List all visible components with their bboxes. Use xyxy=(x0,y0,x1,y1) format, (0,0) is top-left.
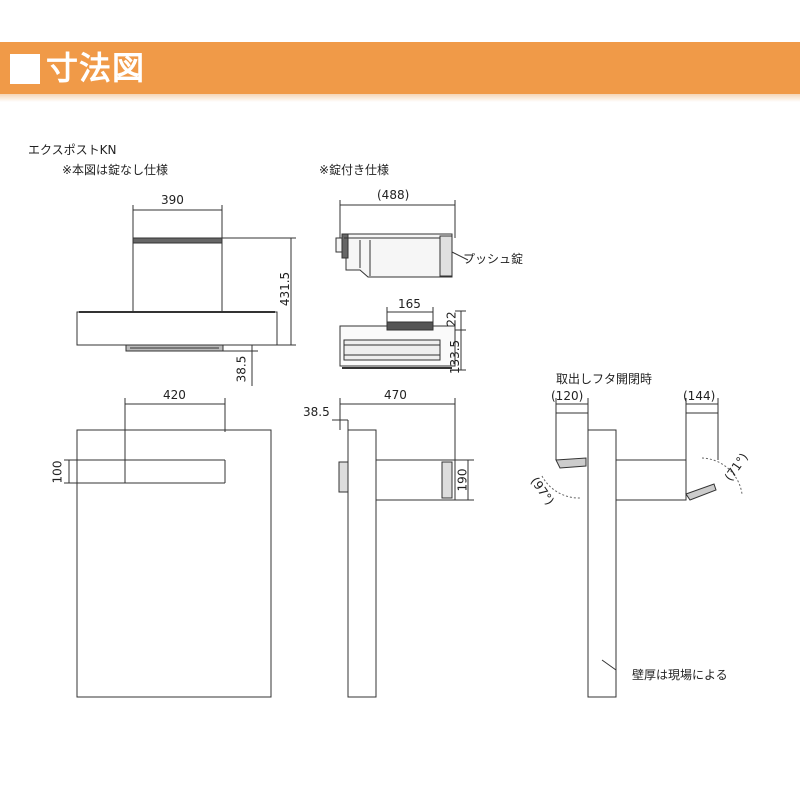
wall-front-view xyxy=(64,398,271,697)
wall-open xyxy=(588,430,616,697)
header-square-icon xyxy=(10,54,40,84)
nolock-note: ※本図は錠なし仕様 xyxy=(62,163,169,177)
front-view xyxy=(77,205,296,386)
lock-front-view xyxy=(340,307,466,370)
open-lid-view xyxy=(542,398,742,697)
lock-note: ※錠付き仕様 xyxy=(319,163,390,177)
dim-side-height: 190 xyxy=(455,468,470,492)
dim-front-height: 431.5 xyxy=(278,271,293,307)
header-banner: 寸法図 xyxy=(0,42,800,94)
wall-front xyxy=(77,430,271,697)
dim-open-left-width: (120) xyxy=(551,389,584,403)
wall-side-view xyxy=(332,398,474,697)
header-divider xyxy=(0,94,800,102)
open-lid-title: 取出しフタ開閉時 xyxy=(556,372,653,386)
front-upper-body xyxy=(133,238,222,312)
wall-side xyxy=(348,430,376,697)
dim-front-width: 390 xyxy=(161,193,184,207)
dim-side-depth: 470 xyxy=(384,388,407,402)
dim-lock-top-height: 22 xyxy=(444,311,459,327)
dim-lock-top-width: 165 xyxy=(398,297,421,311)
front-lower-body xyxy=(77,312,277,345)
dim-lock-width: (488) xyxy=(377,188,410,202)
product-name: エクスポストKN xyxy=(28,143,117,157)
dim-wall-front-height: 100 xyxy=(50,460,65,484)
dim-open-right-width: (144) xyxy=(683,389,716,403)
wall-note: 壁厚は現場による xyxy=(632,668,728,682)
lock-label: プッシュ錠 xyxy=(463,252,524,266)
lock-side-view xyxy=(336,200,468,277)
dim-lock-body-height: 133.5 xyxy=(448,339,463,375)
dim-front-bottom: 38.5 xyxy=(234,355,249,383)
page-title: 寸法図 xyxy=(46,49,146,87)
dim-side-offset: 38.5 xyxy=(303,405,330,419)
dim-wall-front-width: 420 xyxy=(163,388,186,402)
front-top-band xyxy=(133,238,222,243)
